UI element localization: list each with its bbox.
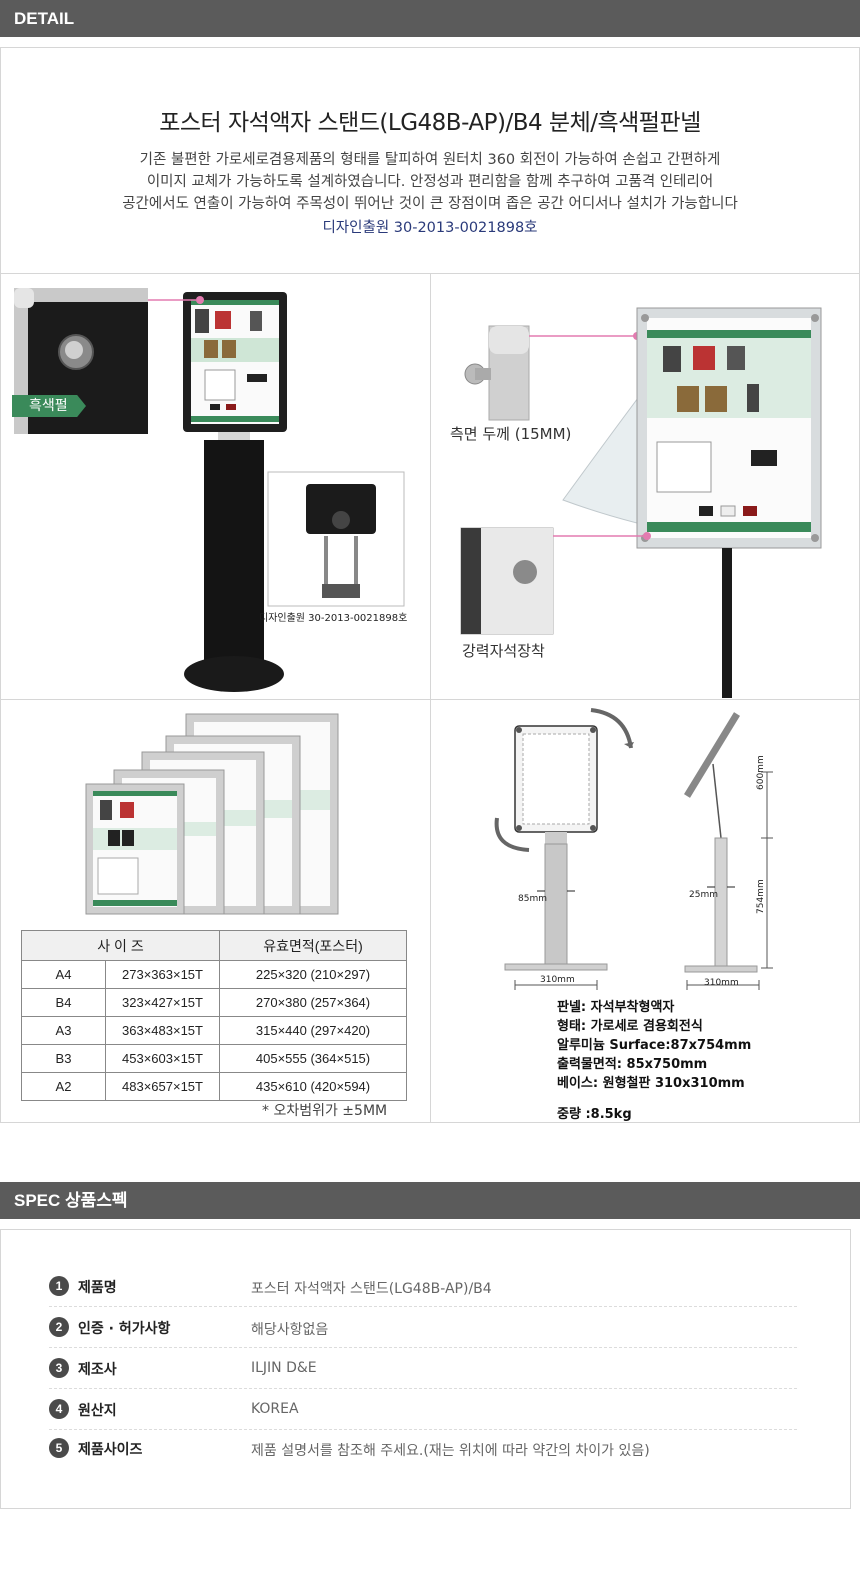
side-panel <box>684 712 740 798</box>
design-registration: 디자인출원 30-2013-0021898호 <box>322 220 538 236</box>
spec-surface: 알루미늄 Surface:87x754mm <box>557 1038 752 1053</box>
detail-section-bar: DETAIL <box>0 0 860 37</box>
size-dims: 363×483×15T <box>105 1016 220 1045</box>
front-pole <box>544 843 568 967</box>
spec-row-product-name: 1 제품명 포스터 자석액자 스탠드(LG48B-AP)/B4 <box>49 1266 797 1307</box>
side-pole <box>714 837 728 971</box>
size-dims: 483×657×15T <box>105 1072 220 1101</box>
spec-number-badge: 1 <box>49 1276 69 1296</box>
spec-value: KOREA <box>251 1401 299 1417</box>
size-name: A3 <box>21 1016 106 1045</box>
dimension-diagram <box>494 708 773 990</box>
table-row: B4 323×427×15T 270×380 (257×364) <box>21 988 407 1017</box>
size-variants-illustration <box>85 713 339 915</box>
stand-spec-list: 판넬: 자석부착형액자 형태: 가로세로 겸용회전식 알루미늄 Surface:… <box>557 998 751 1124</box>
spec-number-badge: 4 <box>49 1399 69 1419</box>
table-row: A3 363×483×15T 315×440 (297×420) <box>21 1016 407 1045</box>
front-base <box>504 963 608 971</box>
size-name: A2 <box>21 1072 106 1101</box>
size-name: B4 <box>21 988 106 1017</box>
table-row: B3 453×603×15T 405×555 (364×515) <box>21 1044 407 1073</box>
spec-value: ILJIN D&E <box>251 1360 317 1376</box>
spec-number-badge: 5 <box>49 1438 69 1458</box>
tolerance-note: * 오차범위가 ±5MM <box>262 1103 388 1119</box>
spec-form: 형태: 가로세로 겸용회전식 <box>557 1019 703 1034</box>
rotate-arrow-top <box>590 708 633 749</box>
spec-value: 해당사항없음 <box>251 1322 329 1338</box>
spec-label: 제품사이즈 <box>78 1442 143 1458</box>
spec-row-certification: 2 인증 · 허가사항 해당사항없음 <box>49 1307 797 1348</box>
size-table: 사 이 즈 유효면적(포스터) A4 273×363×15T 225×320 (… <box>21 930 407 1101</box>
dim-25: 25mm <box>689 890 718 900</box>
black-pearl-tag: 흑색펄 <box>12 395 86 417</box>
stand-pole <box>204 440 264 670</box>
spec-number-badge: 3 <box>49 1358 69 1378</box>
size-area: 405×555 (364×515) <box>219 1044 407 1073</box>
stand-black-pearl-illustration <box>14 288 405 692</box>
dim-600: 600mm <box>756 755 766 790</box>
dim-754: 754mm <box>756 879 766 914</box>
size-area: 315×440 (297×420) <box>219 1016 407 1045</box>
spec-print-area: 출력물면적: 85x750mm <box>557 1057 708 1072</box>
spec-row-manufacturer: 3 제조사 ILJIN D&E <box>49 1348 797 1389</box>
magnet-label: 강력자석장착 <box>462 642 545 660</box>
pole <box>722 548 732 698</box>
size-table-header-size: 사 이 즈 <box>21 930 220 961</box>
dim-85: 85mm <box>518 894 547 904</box>
spec-label: 인증 · 허가사항 <box>78 1321 171 1337</box>
intro-box <box>0 47 860 274</box>
table-row: A4 273×363×15T 225×320 (210×297) <box>21 960 407 989</box>
size-dims: 273×363×15T <box>105 960 220 989</box>
black-pearl-tag-label: 흑색펄 <box>29 398 68 414</box>
design-reg-small: 디자인출원 30-2013-0021898호 <box>259 613 408 624</box>
side-base <box>684 965 758 973</box>
spec-label: 제조사 <box>78 1362 117 1378</box>
spec-label: 제품명 <box>78 1280 117 1296</box>
size-name: A4 <box>21 960 106 989</box>
spec-box <box>0 1229 851 1509</box>
spec-weight: 중량 :8.5kg <box>557 1107 632 1122</box>
size-area: 435×610 (420×594) <box>219 1072 407 1101</box>
description-line-3: 공간에서도 연출이 가능하여 주목성이 뛰어난 것이 큰 장점이며 좁은 공간 … <box>122 196 738 212</box>
grid-divider-horizontal <box>0 699 860 700</box>
side-thickness-label: 측면 두께 (15MM) <box>450 425 572 443</box>
size-dims: 323×427×15T <box>105 988 220 1017</box>
dim-310-front: 310mm <box>540 975 575 985</box>
product-title: 포스터 자석액자 스탠드(LG48B-AP)/B4 분체/흑색펄판넬 <box>159 110 701 136</box>
dim-310-side: 310mm <box>704 978 739 988</box>
spec-value: 포스터 자석액자 스탠드(LG48B-AP)/B4 <box>251 1281 492 1297</box>
rotate-arrow-bottom <box>494 817 530 852</box>
spec-row-product-size: 5 제품사이즈 제품 설명서를 참조해 주세요.(재는 위치에 따라 약간의 차… <box>49 1428 797 1469</box>
size-dims: 453×603×15T <box>105 1044 220 1073</box>
grid-divider-vertical <box>430 273 431 1123</box>
description-line-1: 기존 불편한 가로세로겸용제품의 형태를 탈피하여 원터치 360 회전이 가능… <box>139 152 721 168</box>
frame-detail-illustration <box>460 307 822 698</box>
table-row: A2 483×657×15T 435×610 (420×594) <box>21 1072 407 1101</box>
stand-base <box>184 656 284 692</box>
size-table-header-area: 유효면적(포스터) <box>219 930 407 961</box>
spec-value: 제품 설명서를 참조해 주세요.(재는 위치에 따라 약간의 차이가 있음) <box>251 1443 650 1459</box>
spec-section-bar: SPEC 상품스펙 <box>0 1182 860 1219</box>
size-area: 270×380 (257×364) <box>219 988 407 1017</box>
spec-number-badge: 2 <box>49 1317 69 1337</box>
size-area: 225×320 (210×297) <box>219 960 407 989</box>
spec-row-origin: 4 원산지 KOREA <box>49 1389 797 1430</box>
spec-label: 원산지 <box>78 1403 117 1419</box>
size-name: B3 <box>21 1044 106 1073</box>
spec-panel: 판넬: 자석부착형액자 <box>557 1000 675 1015</box>
description-line-2: 이미지 교체가 가능하도록 설계하였습니다. 안정성과 편리함을 함께 추구하여… <box>146 174 714 190</box>
spec-base: 베이스: 원형철판 310x310mm <box>557 1076 745 1091</box>
